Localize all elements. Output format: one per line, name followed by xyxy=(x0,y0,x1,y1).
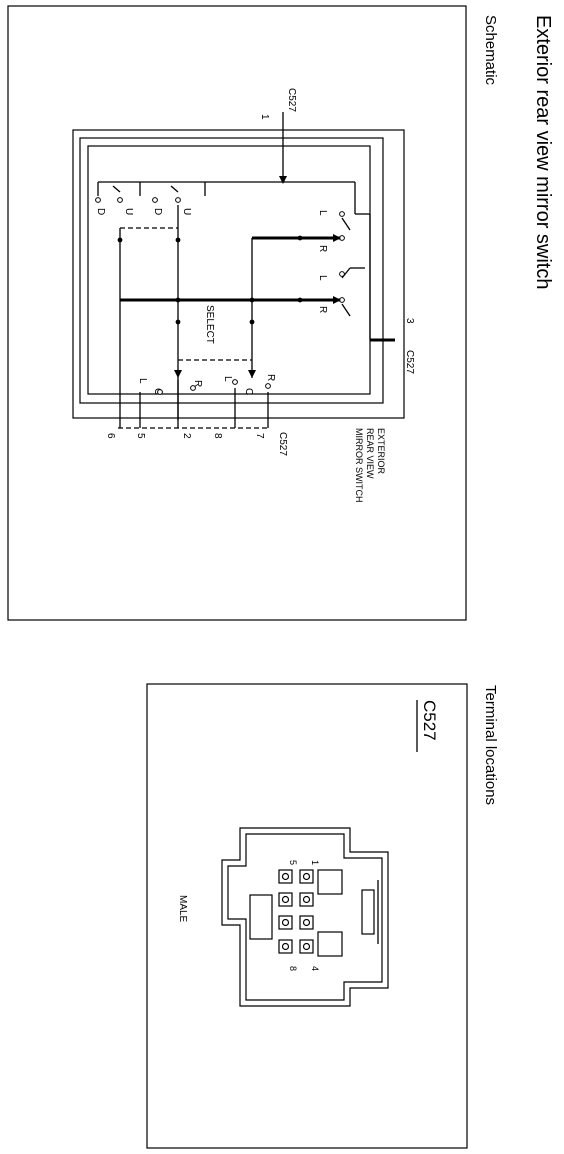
blade-l2 xyxy=(341,267,351,279)
contact-label-u2: U xyxy=(181,208,192,215)
contact-d2 xyxy=(152,197,158,203)
pin-1-label: 1 xyxy=(259,114,270,120)
junction-a xyxy=(117,237,123,243)
blade-u2 xyxy=(170,185,179,193)
arrow-bc1 xyxy=(174,370,182,378)
connector-outline xyxy=(221,827,389,1007)
pin-6-center xyxy=(281,895,290,904)
pin-1-center xyxy=(302,872,311,881)
junction-e xyxy=(249,297,255,303)
junction-c xyxy=(297,235,303,241)
contact-label-l1: L xyxy=(317,210,328,216)
pin-5-label: 5 xyxy=(135,433,146,439)
pin-7-label: 7 xyxy=(254,433,265,439)
pin-4-center xyxy=(302,942,311,951)
terminal-panel: C527 MALE xyxy=(146,683,468,1149)
connector-c527-top: C527 xyxy=(286,88,297,112)
contact-br2 xyxy=(265,383,271,389)
pin-label-4: 4 xyxy=(310,966,320,971)
cavity-large-1 xyxy=(317,869,343,895)
pin-grid xyxy=(278,869,314,954)
pin-label-5: 5 xyxy=(288,860,298,865)
junction-d xyxy=(297,297,303,303)
pin-8-center xyxy=(281,942,290,951)
schematic-frame xyxy=(7,5,467,621)
contact-u2 xyxy=(175,197,181,203)
contact-label-br1: R xyxy=(192,380,203,387)
switch-name-line-3: MIRROR SWITCH xyxy=(354,428,364,503)
junction-g xyxy=(175,319,181,325)
pin-6-label: 6 xyxy=(105,433,116,439)
connector-id: C527 xyxy=(420,700,439,741)
pin-5-center xyxy=(281,872,290,881)
pin-7 xyxy=(278,915,293,930)
junction-b xyxy=(175,237,181,243)
contact-label-d2: D xyxy=(152,208,163,215)
connector-outline-inner xyxy=(227,833,383,1001)
gender-label: MALE xyxy=(177,895,188,923)
schematic-heading: Schematic xyxy=(482,15,499,86)
pin-1-arrow xyxy=(279,176,287,184)
contacts-bottom: L C R L C R xyxy=(137,370,276,395)
contact-label-bl1: L xyxy=(137,378,148,384)
pin-4 xyxy=(299,939,314,954)
contact-label-br2: R xyxy=(265,374,276,381)
contact-label-bc2: C xyxy=(243,388,254,395)
contact-label-r1: R xyxy=(317,245,328,252)
connector-latch xyxy=(361,889,375,935)
contact-label-d1: D xyxy=(95,208,106,215)
blade-r2 xyxy=(341,303,351,317)
pin-1 xyxy=(299,869,314,884)
terminal-locations-heading: Terminal locations xyxy=(482,685,499,805)
pin-8-label: 8 xyxy=(212,433,223,439)
pin-5 xyxy=(278,869,293,884)
switch-name-line-1: EXTERIOR xyxy=(376,428,386,475)
junction-h xyxy=(249,319,255,325)
select-label: SELECT xyxy=(204,305,215,344)
pin-2 xyxy=(299,892,314,907)
contact-bl1 xyxy=(157,389,163,395)
connector-c527-right: C527 xyxy=(404,350,415,374)
contact-label-bl2: L xyxy=(222,376,233,382)
pin-3 xyxy=(299,915,314,930)
contact-label-r2: R xyxy=(317,306,328,313)
cavity-large-3 xyxy=(249,894,273,940)
switch-name-line-2: REAR VIEW xyxy=(365,428,375,479)
contact-br1 xyxy=(190,385,196,391)
pin-label-8: 8 xyxy=(288,966,298,971)
junction-f xyxy=(175,297,181,303)
contact-label-l2: L xyxy=(317,275,328,281)
pin-7-center xyxy=(281,918,290,927)
switch-housing-inner xyxy=(87,145,371,395)
pin-8 xyxy=(278,939,293,954)
pin-label-1: 1 xyxy=(310,860,320,865)
pin-3-label: 3 xyxy=(404,318,415,324)
schematic-panel: C527 1 D U D U L R xyxy=(7,5,467,621)
cavity-large-2 xyxy=(317,931,343,957)
pin-2-label: 2 xyxy=(181,433,192,439)
blade-l1 xyxy=(341,217,351,231)
blade-u1 xyxy=(112,185,121,193)
page-title: Exterior rear view mirror switch xyxy=(532,15,554,289)
arrow-bc2 xyxy=(248,370,256,378)
contact-d1 xyxy=(95,197,101,203)
contact-label-u1: U xyxy=(123,208,134,215)
contact-bl2 xyxy=(232,379,238,385)
contact-l1 xyxy=(339,211,345,217)
terminal-frame xyxy=(146,683,468,1149)
connector-c527-bottom: C527 xyxy=(277,432,288,456)
pin-6 xyxy=(278,892,293,907)
pin-2-center xyxy=(302,895,311,904)
switch-housing-outer xyxy=(72,129,405,419)
switch-housing-mid xyxy=(79,137,384,404)
contacts-du: D U D U xyxy=(95,185,192,215)
contact-u1 xyxy=(117,197,123,203)
pin-3-center xyxy=(302,918,311,927)
